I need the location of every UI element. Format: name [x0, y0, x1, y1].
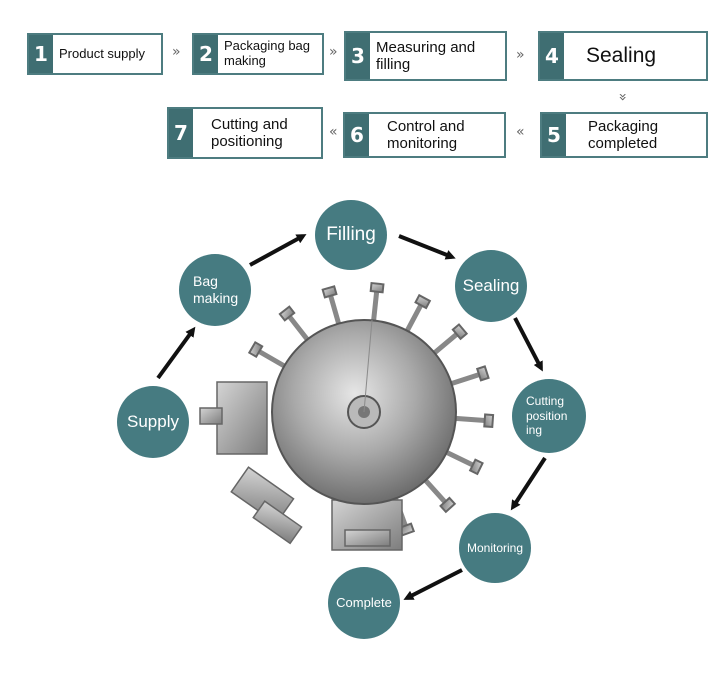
clamp-head	[475, 365, 490, 382]
step-number: 6	[345, 114, 369, 156]
node-complete: Complete	[328, 567, 400, 639]
step-label: Sealing	[586, 43, 657, 67]
node-monitoring: Monitoring	[459, 513, 531, 583]
step-label: Product supply	[59, 45, 145, 61]
clamp-arm	[451, 415, 489, 424]
chevron-right-icon: »	[516, 47, 525, 63]
clamp-arm	[285, 311, 312, 345]
clamp-head	[483, 413, 495, 429]
step-label: Cutting and positioning	[211, 115, 288, 150]
step-6-box: 6 Control and monitoring	[343, 112, 506, 158]
step-label: Measuring and filling	[376, 38, 476, 73]
clamp-head	[439, 496, 457, 514]
arrow-cutting-to-monitoring	[510, 456, 547, 511]
node-filling: Filling	[315, 200, 387, 270]
arrow-bag-to-filling	[249, 234, 307, 267]
clamp-arm	[327, 291, 343, 329]
clamp-arm	[446, 370, 484, 388]
node-supply: Supply	[117, 386, 189, 458]
step-number: 7	[169, 109, 193, 157]
step-5-box: 5 Packaging completed	[540, 112, 708, 158]
clamp-arm	[441, 448, 478, 470]
clamp-head	[414, 293, 432, 310]
clamp-arm	[254, 347, 290, 371]
clamp-head	[369, 281, 385, 294]
step-number: 1	[29, 35, 53, 73]
clamp-head	[247, 340, 264, 359]
chevron-left-icon: «	[516, 124, 525, 140]
arrow-monitoring-to-complete	[403, 568, 463, 600]
cycle-arrows	[156, 234, 547, 600]
arrow-supply-to-bag	[156, 326, 196, 380]
chevron-left-icon: «	[329, 124, 338, 140]
clamp-head	[468, 458, 484, 476]
clamp-arm	[429, 329, 462, 358]
arrow-sealing-to-cutting	[513, 317, 543, 372]
chevron-right-icon: »	[172, 44, 181, 60]
arrow-filling-to-sealing	[398, 234, 456, 260]
clamp-arm	[403, 300, 425, 336]
step-number: 2	[194, 35, 218, 73]
node-cutting-positioning: Cutting position ing	[512, 379, 586, 453]
clamp-arms	[247, 281, 495, 537]
node-bag-making: Bag making	[179, 254, 251, 326]
step-2-box: 2 Packaging bag making	[192, 33, 324, 75]
chevron-right-icon: »	[329, 44, 338, 60]
step-7-box: 7 Cutting and positioning	[167, 107, 323, 159]
step-number: 5	[542, 114, 566, 156]
step-number: 3	[346, 33, 370, 79]
step-label: Packaging bag making	[224, 38, 311, 68]
step-4-box: 4 Sealing	[538, 31, 708, 81]
machine-blocks	[199, 381, 403, 551]
step-1-box: 1 Product supply	[27, 33, 163, 75]
clamp-arm	[421, 475, 450, 507]
clamp-head	[321, 285, 338, 299]
clamp-arm	[370, 287, 380, 325]
clamp-head	[451, 323, 469, 341]
step-3-box: 3 Measuring and filling	[344, 31, 507, 81]
step-label: Control and monitoring	[387, 117, 465, 152]
step-number: 4	[540, 33, 564, 79]
step-label: Packaging completed	[588, 117, 659, 152]
clamp-head	[278, 305, 296, 322]
node-sealing: Sealing	[455, 250, 527, 322]
